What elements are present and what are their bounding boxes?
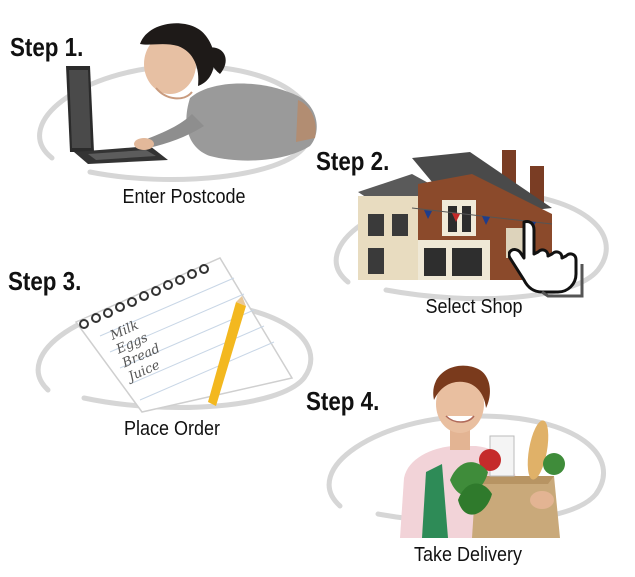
step-1-title: Step 1. <box>10 32 84 62</box>
hand-cursor-icon <box>508 220 584 298</box>
step-4-label: Take Delivery <box>413 544 523 566</box>
step-2-label: Select Shop <box>425 296 523 318</box>
woman-laptop-illustration <box>66 23 317 164</box>
step-2-title: Step 2. <box>316 146 390 176</box>
step-1-ring <box>37 63 315 183</box>
step-3-title: Step 3. <box>8 266 82 296</box>
notepad-illustration <box>74 257 294 413</box>
step-1-label: Enter Postcode <box>122 186 246 208</box>
step-4-title: Step 4. <box>306 386 380 416</box>
delivery-woman-illustration <box>400 365 565 538</box>
step-3-ring <box>35 299 314 410</box>
step-3-label: Place Order <box>123 418 221 440</box>
